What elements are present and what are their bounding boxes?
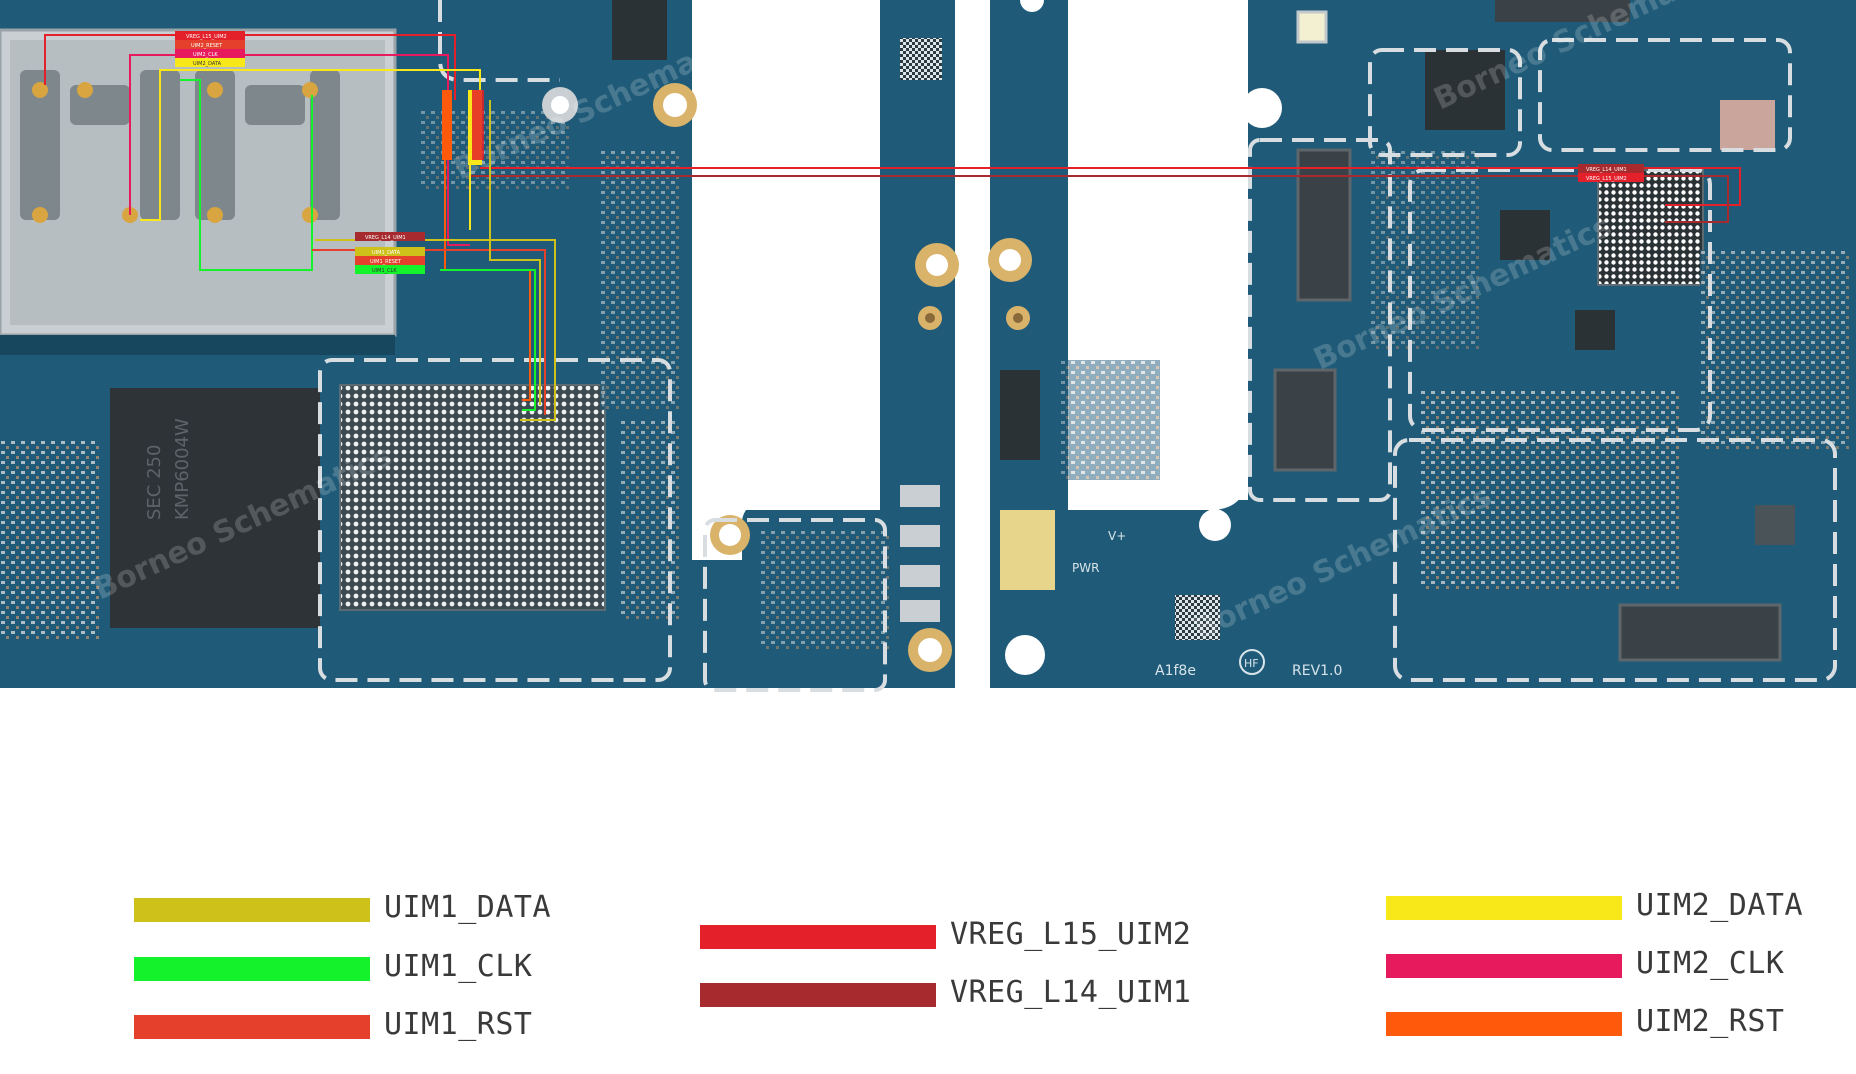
trace-uim1-clk-2 [440, 269, 536, 411]
trace-vreg-l14-uim1 [470, 175, 1729, 223]
trace-uim2-data [140, 69, 481, 221]
legend-swatch [1386, 1012, 1622, 1036]
silk-pwr: PWR [1072, 561, 1099, 575]
legend-label: UIM2_DATA [1636, 888, 1804, 923]
legend-swatch [700, 925, 936, 949]
pad-labels-right: VREG_L14_UIM1 VREG_L15_UIM2 [1578, 164, 1644, 182]
legend-label: UIM2_CLK [1636, 946, 1785, 981]
silk-hf: HF [1244, 657, 1259, 670]
trace-uim1-clk [180, 79, 313, 271]
pad-label: VREG_L14_UIM1 [1586, 167, 1627, 173]
pad-label: VREG_L15_UIM2 [1586, 176, 1627, 182]
left-board: SEC 250 KMP6004W [0, 0, 960, 700]
legend-label: UIM1_RST [384, 1007, 533, 1042]
trace-uim2-clk [129, 54, 470, 246]
pad-label: UIM1_CLK [372, 268, 397, 274]
legend-swatch [134, 957, 370, 981]
pad-label: UIM2_DATA [193, 61, 222, 67]
trace-vreg-l15-uim2 [480, 167, 1741, 206]
pad-label: VREG_L15_UIM2 [186, 34, 227, 40]
pad-labels-top: VREG_L15_UIM2 UIM2_RESET UIM2_CLK UIM2_D… [175, 31, 245, 67]
svg-text:KMP6004W: KMP6004W [172, 418, 193, 520]
pad-label: UIM1_DATA [372, 250, 401, 256]
right-board: V+ PWR A1f8e HF REV1.0 [960, 0, 1856, 700]
legend-swatch [1386, 896, 1622, 920]
pad-label: VREG_L14_UIM1 [365, 235, 406, 241]
legend-label: UIM1_CLK [384, 949, 533, 984]
legend-swatch [700, 983, 936, 1007]
legend-label: VREG_L15_UIM2 [950, 917, 1192, 952]
legend-swatch [134, 1015, 370, 1039]
pad-label: UIM2_RESET [191, 43, 223, 49]
legend-label: UIM2_RST [1636, 1004, 1785, 1039]
legend-label: VREG_L14_UIM1 [950, 975, 1192, 1010]
pad-labels-mid: VREG_L14_UIM1 UIM1_DATA UIM1_RESET UIM1_… [355, 232, 425, 274]
pad-label: UIM1_RESET [370, 259, 402, 265]
silk-rev: REV1.0 [1292, 663, 1342, 679]
legend-swatch [1386, 954, 1622, 978]
svg-text:SEC 250: SEC 250 [144, 445, 165, 520]
pad-label: UIM2_CLK [193, 52, 218, 58]
legend-swatch [134, 898, 370, 922]
pcb-board-photo: SEC 250 KMP6004W [0, 0, 1856, 700]
silk-model: A1f8e [1155, 663, 1196, 679]
legend-label: UIM1_DATA [384, 890, 552, 925]
silk-vplus: V+ [1108, 529, 1126, 543]
